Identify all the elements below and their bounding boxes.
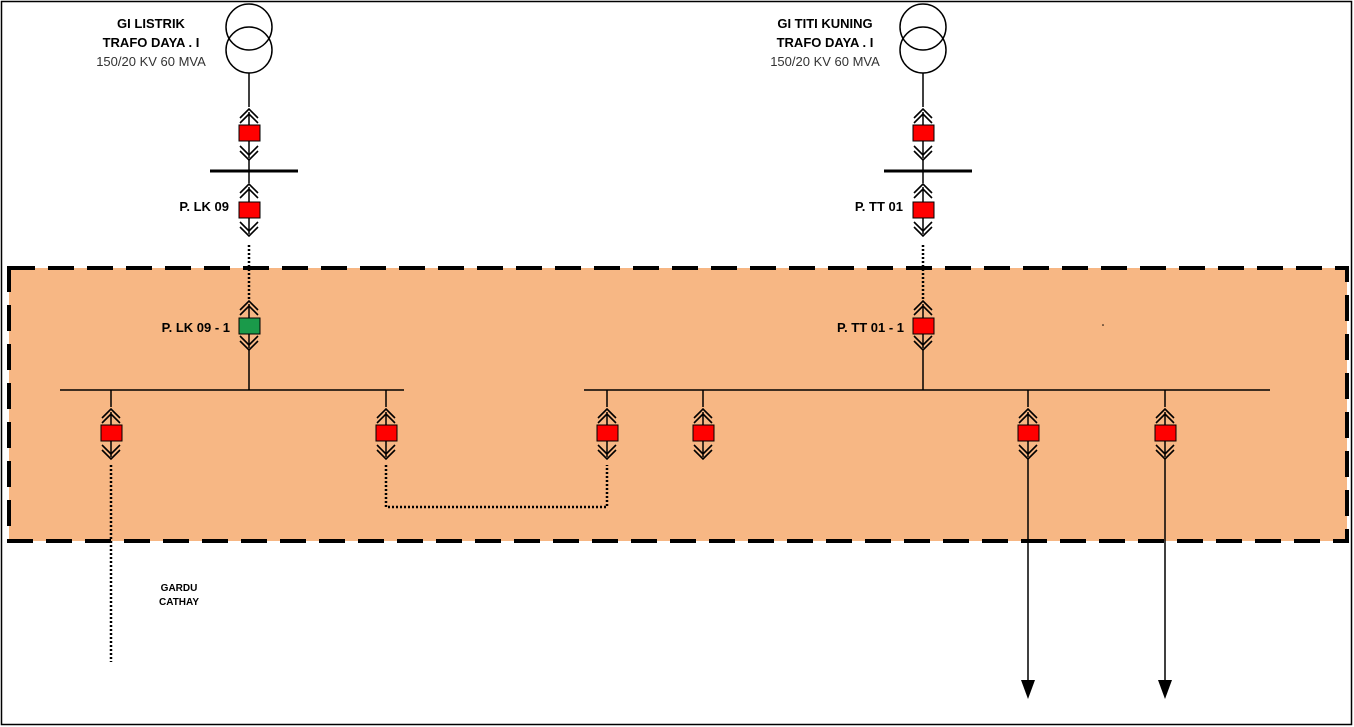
substation-zone [7,266,1349,543]
breaker-tt01-1[interactable] [912,317,935,335]
gardu-label-line2: CATHAY [158,597,200,608]
breaker-spare[interactable] [692,424,715,442]
breaker-tie-left[interactable] [375,424,398,442]
source-left-name: GI LISTRIK [117,16,185,31]
breaker-trafo-left[interactable] [238,124,261,142]
source-right-trafo: TRAFO DAYA . I [776,35,874,50]
label-lk09: P. LK 09 [179,199,229,214]
feeder-bay [1154,390,1177,699]
feeder-bay [100,390,123,662]
label-tt01: P. TT 01 [854,199,903,214]
feeder-bay [375,390,398,460]
breaker-tie-right[interactable] [596,424,619,442]
arrow-down-icon [1158,680,1172,699]
feeder-bay [692,390,715,460]
source-right-rating: 150/20 KV 60 MVA [770,54,880,69]
feeder-bay [1017,390,1040,699]
transformer-left [225,3,273,74]
breaker-lk09[interactable] [238,201,261,219]
label-tt01-1: P. TT 01 - 1 [837,320,904,335]
source-right-name: GI TITI KUNING [777,16,873,31]
arrow-down-icon [1021,680,1035,699]
stray-dot [1102,324,1104,326]
breaker-lk09-1[interactable] [238,317,261,335]
breaker-feeder-gardu[interactable] [100,424,123,442]
gardu-label-line1: GARDU [160,583,198,594]
breaker-outgoing-1[interactable] [1017,424,1040,442]
breaker-tt01[interactable] [912,201,935,219]
source-left-trafo: TRAFO DAYA . I [102,35,200,50]
source-left-rating: 150/20 KV 60 MVA [96,54,206,69]
transformer-right [899,3,947,74]
breaker-trafo-right[interactable] [912,124,935,142]
feeder-bay [596,390,619,460]
tie-cable [384,465,609,509]
label-lk09-1: P. LK 09 - 1 [161,320,230,335]
breaker-outgoing-2[interactable] [1154,424,1177,442]
